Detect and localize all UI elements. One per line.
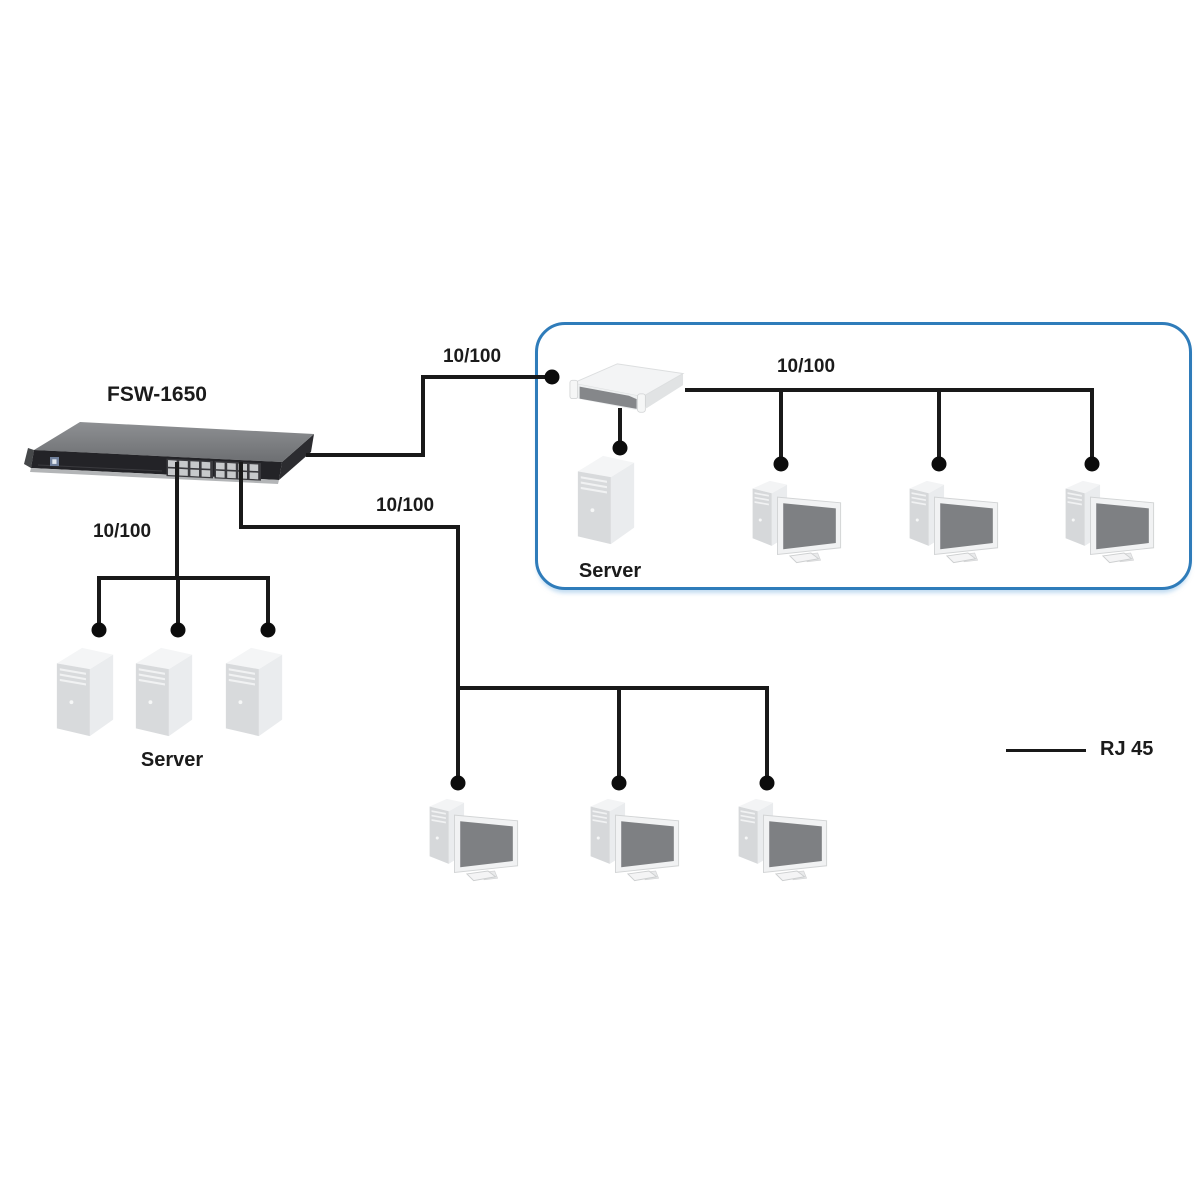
connector-dot xyxy=(931,456,947,472)
cable-segment xyxy=(239,525,460,529)
cable-segment xyxy=(97,576,101,632)
cable-segment xyxy=(421,375,554,379)
bottom-branch-speed-label: 10/100 xyxy=(375,495,435,516)
box-server-label: Server xyxy=(578,560,642,582)
server-tower-icon xyxy=(572,450,640,547)
cable-segment xyxy=(685,388,1094,392)
connector-dot xyxy=(450,775,466,791)
switch-model-label: FSW-1650 xyxy=(107,383,207,406)
workstation-icon xyxy=(748,477,850,565)
connector-dot xyxy=(260,622,276,638)
connector-dot xyxy=(91,622,107,638)
connector-dot xyxy=(1084,456,1100,472)
rj45-legend-line xyxy=(1006,749,1086,752)
cable-segment xyxy=(97,576,270,580)
connector-dot xyxy=(611,775,627,791)
cable-segment xyxy=(618,408,622,448)
cable-segment xyxy=(266,576,270,632)
cable-segment xyxy=(421,375,425,457)
cable-segment xyxy=(1090,388,1094,466)
left-server-group-label: Server xyxy=(140,749,204,771)
connector-dot xyxy=(759,775,775,791)
cable-segment xyxy=(456,686,460,785)
cable-segment xyxy=(779,388,783,466)
server-tower-icon xyxy=(220,642,288,739)
connector-dot xyxy=(170,622,186,638)
cable-segment xyxy=(306,453,425,457)
hub-icon xyxy=(563,360,689,418)
cable-segment xyxy=(765,686,769,785)
connector-dot xyxy=(773,456,789,472)
cable-segment xyxy=(456,686,769,690)
workgroup-box xyxy=(535,322,1192,590)
server-tower-icon xyxy=(51,642,119,739)
cable-segment xyxy=(617,686,621,785)
connector-dot xyxy=(612,440,628,456)
cable-segment xyxy=(175,462,179,580)
workstation-icon xyxy=(425,795,527,883)
rj45-legend-label: RJ 45 xyxy=(1100,738,1154,760)
workstation-icon xyxy=(586,795,688,883)
box-branch-speed-label: 10/100 xyxy=(776,356,836,377)
workstation-icon xyxy=(734,795,836,883)
workstation-icon xyxy=(1061,477,1163,565)
uplink-speed-label: 10/100 xyxy=(442,346,502,367)
cable-segment xyxy=(176,576,180,632)
connector-dot xyxy=(544,369,560,385)
cable-segment xyxy=(937,388,941,466)
workstation-icon xyxy=(905,477,1007,565)
server-tower-icon xyxy=(130,642,198,739)
left-branch-speed-label: 10/100 xyxy=(92,521,152,542)
cable-segment xyxy=(456,525,460,690)
cable-segment xyxy=(239,462,243,529)
switch-fsw1650-icon xyxy=(20,414,320,488)
